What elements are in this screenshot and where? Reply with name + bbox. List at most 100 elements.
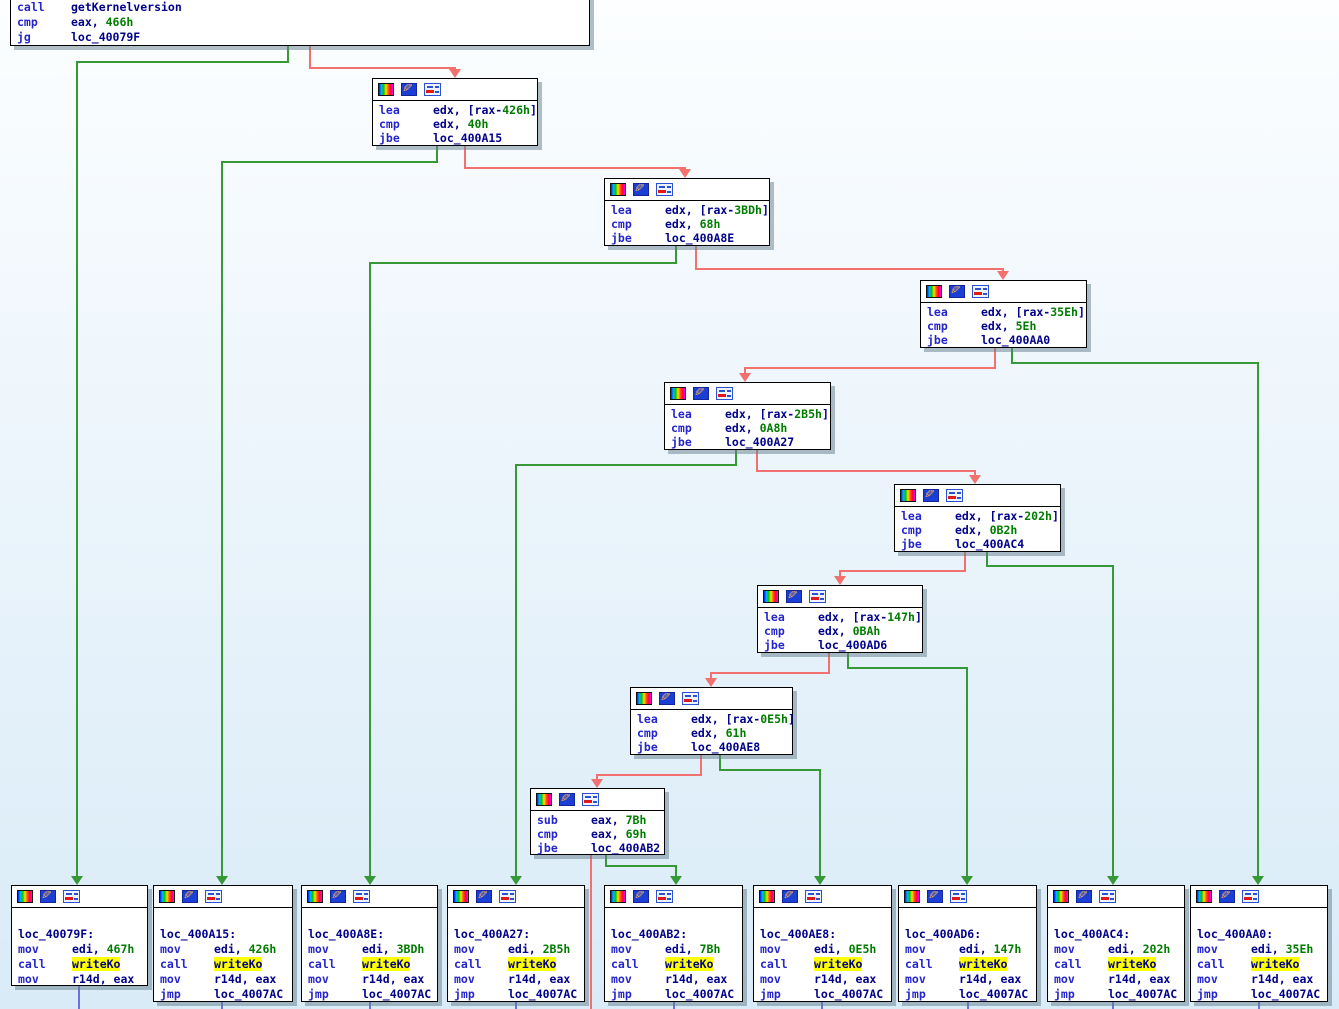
node-title-bar[interactable]: ✎ <box>899 886 1036 908</box>
node-color-icon[interactable] <box>610 890 626 903</box>
node-title-bar[interactable]: ✎ <box>12 886 147 908</box>
edit-node-icon[interactable]: ✎ <box>923 489 939 502</box>
edit-node-icon[interactable]: ✎ <box>559 793 575 806</box>
edit-node-icon[interactable]: ✎ <box>949 285 965 298</box>
node-color-icon[interactable] <box>307 890 323 903</box>
node-title-bar[interactable]: ✎ <box>754 886 891 908</box>
group-node-icon[interactable] <box>682 692 699 705</box>
node-title-bar[interactable]: ✎ <box>921 281 1086 303</box>
edit-node-icon[interactable]: ✎ <box>182 890 198 903</box>
node-color-icon[interactable] <box>904 890 920 903</box>
node-color-icon[interactable] <box>759 890 775 903</box>
edit-node-icon[interactable]: ✎ <box>1076 890 1092 903</box>
node-color-icon[interactable] <box>17 890 33 903</box>
group-node-icon[interactable] <box>205 890 222 903</box>
asm-line[interactable]: loc_400AA0: <box>1197 927 1327 942</box>
asm-line[interactable]: loc_40079F: <box>18 927 147 942</box>
node-title-bar[interactable]: ✎ <box>605 179 769 201</box>
node-color-icon[interactable] <box>610 183 626 196</box>
asm-line[interactable]: loc_400A8E: <box>308 927 437 942</box>
node-title-bar[interactable]: ✎ <box>373 79 537 101</box>
node-title-bar[interactable]: ✎ <box>631 688 792 710</box>
asm-line[interactable]: loc_400A15: <box>160 927 292 942</box>
node-title-bar[interactable]: ✎ <box>895 485 1060 507</box>
node-title-bar[interactable]: ✎ <box>1191 886 1327 908</box>
node-title-bar[interactable]: ✎ <box>605 886 742 908</box>
asm-line[interactable]: loc_400AE8: <box>760 927 891 942</box>
edit-node-icon[interactable]: ✎ <box>782 890 798 903</box>
node-color-icon[interactable] <box>1053 890 1069 903</box>
edit-node-icon[interactable]: ✎ <box>40 890 56 903</box>
group-node-icon[interactable] <box>424 83 441 96</box>
edit-node-icon[interactable]: ✎ <box>1219 890 1235 903</box>
group-node-icon[interactable] <box>946 489 963 502</box>
asm-line[interactable]: loc_400AC4: <box>1054 927 1184 942</box>
edit-node-icon[interactable]: ✎ <box>927 890 943 903</box>
node-color-icon[interactable] <box>900 489 916 502</box>
group-node-icon[interactable] <box>656 890 673 903</box>
group-node-icon[interactable] <box>582 793 599 806</box>
node-color-icon[interactable] <box>536 793 552 806</box>
group-node-icon[interactable] <box>499 890 516 903</box>
node-title-bar[interactable]: ✎ <box>531 789 664 811</box>
edit-node-icon[interactable]: ✎ <box>633 183 649 196</box>
node-title-bar[interactable]: ✎ <box>665 383 830 405</box>
node-title-bar[interactable]: ✎ <box>448 886 584 908</box>
edit-node-icon[interactable]: ✎ <box>693 387 709 400</box>
node-title-bar[interactable]: ✎ <box>1048 886 1184 908</box>
group-node-icon[interactable] <box>972 285 989 298</box>
